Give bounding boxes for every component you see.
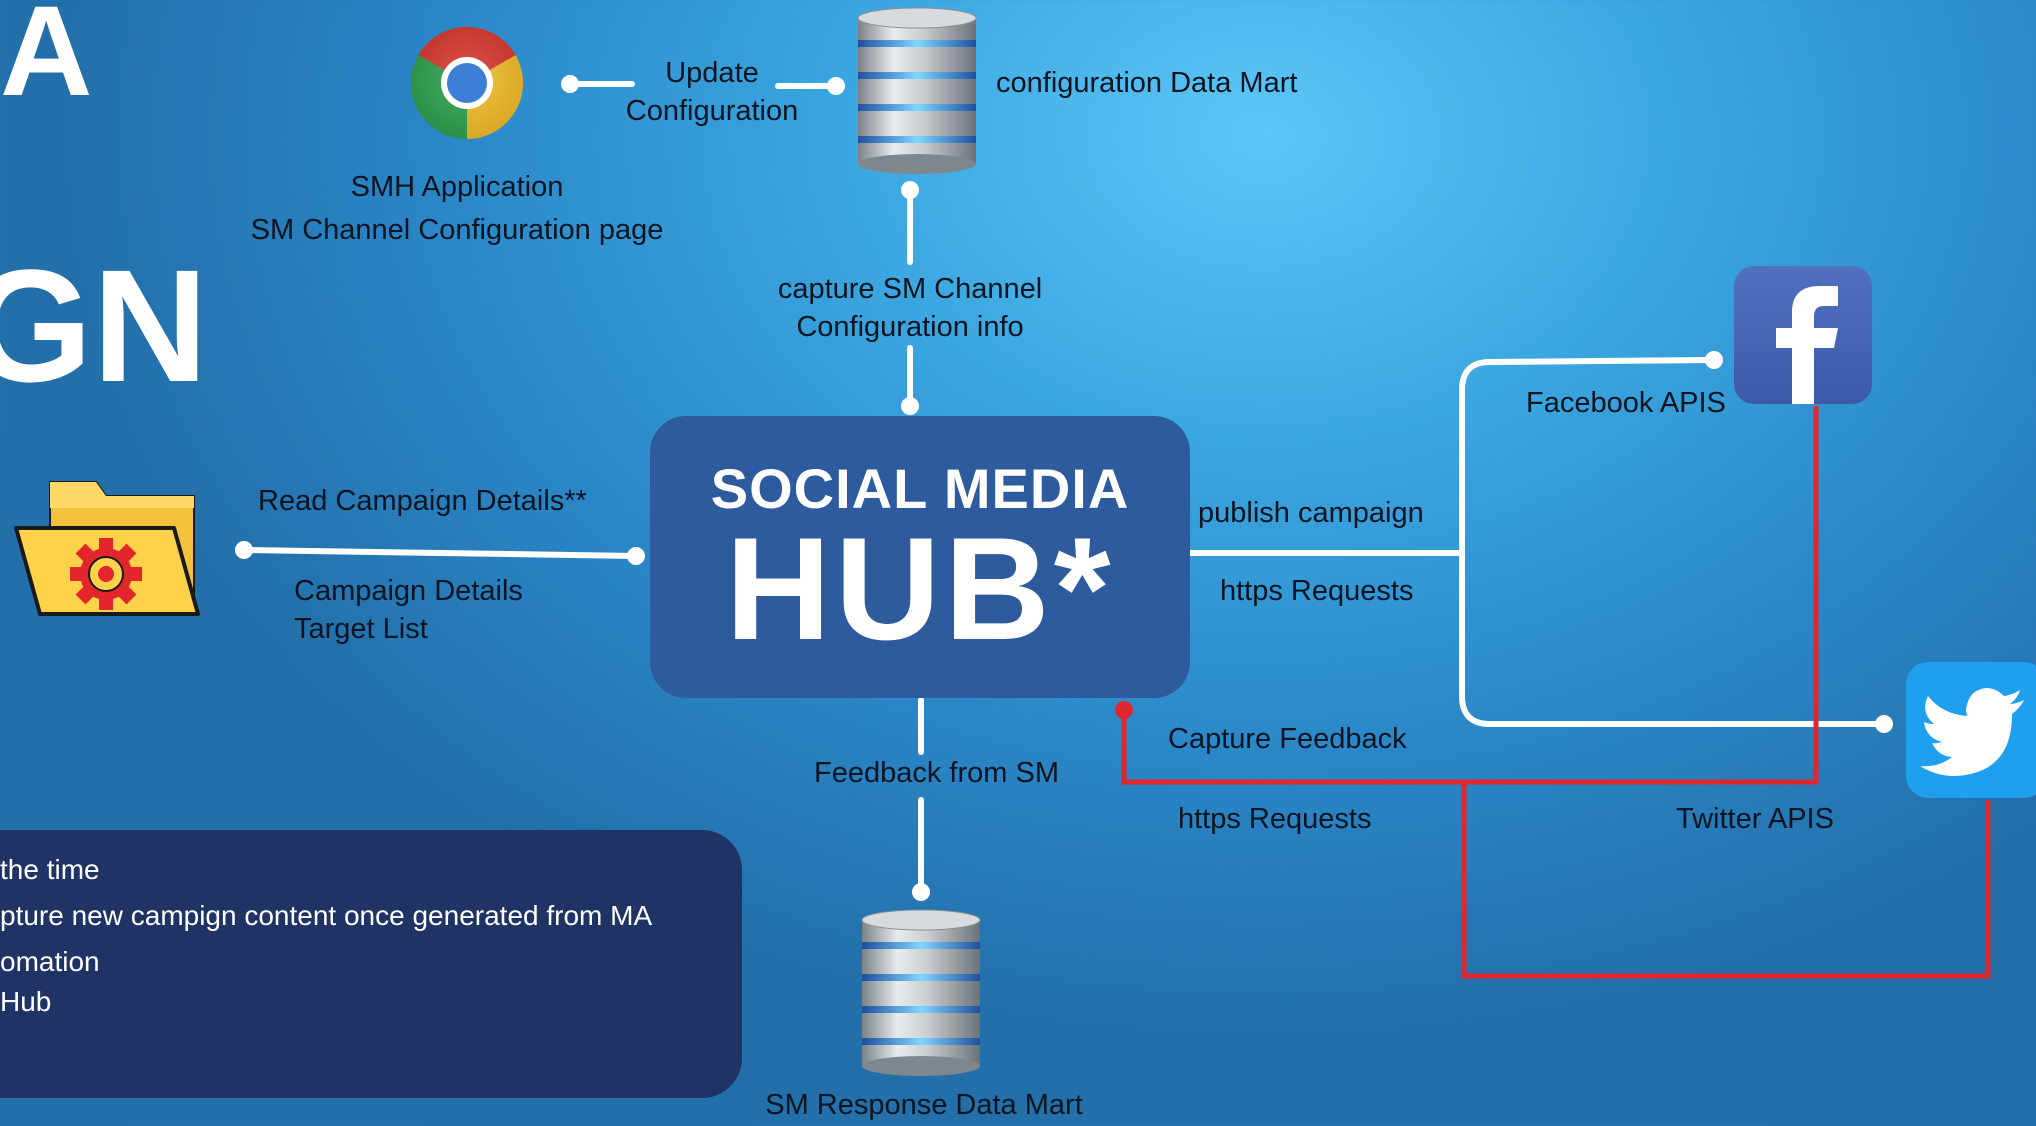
wire-dot — [901, 397, 919, 415]
capture-feedback-label: Capture Feedback — [1168, 723, 1407, 755]
social-media-hub: SOCIAL MEDIA HUB* — [650, 416, 1190, 698]
https-out-label: https Requests — [1220, 575, 1414, 607]
https-in-label: https Requests — [1178, 803, 1372, 835]
wire-twitter-feedback — [1461, 782, 1991, 979]
hub-title: SOCIAL MEDIA — [710, 457, 1130, 520]
config-mart-label: configuration Data Mart — [996, 67, 1298, 99]
wire-dot — [901, 181, 919, 199]
facebook-icon — [1734, 266, 1872, 404]
note-line: Hub — [0, 986, 52, 1017]
capture-config-label: capture SM Channel Configuration info — [740, 270, 1080, 346]
capture-config-line2: Configuration info — [796, 311, 1024, 343]
wire-dot — [627, 547, 645, 565]
wire-dot — [1875, 715, 1893, 733]
hub-subtitle: HUB* — [725, 507, 1115, 670]
note-line: omation — [0, 946, 100, 977]
side-title-line1: A — [0, 0, 93, 123]
wire-twitter-branch — [1459, 550, 1887, 727]
wire-facebook-branch — [1459, 357, 1717, 556]
twitter-icon — [1906, 662, 2036, 798]
smh-app-subtitle: SM Channel Configuration page — [250, 214, 664, 246]
wire-dot — [912, 883, 930, 901]
notes-panel: the time pture new campign content once … — [0, 830, 742, 1098]
campaign-details-line1: Campaign Details — [294, 575, 523, 607]
feedback-from-sm-label: Feedback from SM — [814, 757, 1059, 789]
wire-dot — [1705, 351, 1723, 369]
capture-config-line1: capture SM Channel — [777, 273, 1043, 305]
publish-label: publish campaign — [1198, 497, 1424, 529]
facebook-label: Facebook APIS — [1526, 387, 1726, 419]
wire-dot — [235, 541, 253, 559]
twitter-label: Twitter APIS — [1676, 803, 1834, 835]
chrome-icon — [408, 24, 526, 142]
read-campaign-label: Read Campaign Details** — [258, 485, 587, 517]
database-icon — [852, 6, 982, 176]
smh-app-title: SMH Application — [350, 171, 564, 203]
update-config-label: Update Configuration — [604, 54, 820, 130]
smh-app-label: SMH Application SM Channel Configuration… — [230, 168, 684, 250]
note-line: the time — [0, 854, 100, 885]
note-line: pture new campign content once generated… — [0, 900, 653, 931]
wire-capture-feedback — [1121, 406, 1819, 785]
database-icon — [856, 908, 986, 1078]
wire-dot-red — [1115, 701, 1133, 719]
update-config-line2: Configuration — [625, 95, 799, 127]
wire-dot — [827, 77, 845, 95]
folder-gear-icon — [14, 478, 200, 618]
wire-dot — [561, 75, 579, 93]
campaign-details-line2: Target List — [294, 613, 428, 645]
campaign-details-label: Campaign Details Target List — [294, 572, 523, 648]
update-config-line1: Update — [665, 57, 759, 89]
wire-read-campaign — [241, 547, 639, 559]
response-mart-label: SM Response Data Mart — [765, 1089, 1083, 1121]
side-title-line2: GN — [0, 236, 208, 415]
